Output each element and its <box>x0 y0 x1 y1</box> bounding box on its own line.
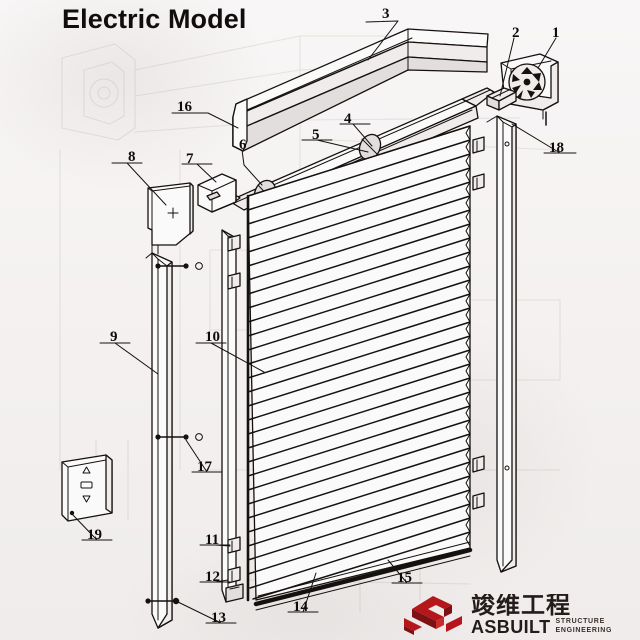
asbuilt-logo-mark <box>404 596 462 635</box>
callout-19: 19 <box>87 527 102 543</box>
left-guide-rail <box>145 252 173 629</box>
tubular-motor-assembly <box>486 53 559 126</box>
bearing-block <box>197 173 237 213</box>
callout-5: 5 <box>312 127 320 143</box>
page-title: Electric Model <box>62 4 247 34</box>
callout-3: 3 <box>382 6 390 22</box>
callout-18: 18 <box>549 140 564 156</box>
callout-17: 17 <box>197 459 212 475</box>
guide-clip-lower <box>227 566 241 584</box>
callout-16: 16 <box>177 99 192 115</box>
head-box-hood <box>232 28 489 152</box>
bracket-fixing-bolt <box>155 262 203 270</box>
callout-10: 10 <box>205 329 220 345</box>
right-guide-clips <box>472 136 485 510</box>
logo-chinese-name: 竣维工程 <box>471 593 571 619</box>
callout-2: 2 <box>512 25 520 41</box>
callout-15: 15 <box>397 570 412 586</box>
switch-buttons[interactable] <box>80 466 93 503</box>
logo-tagline-line1: STRUCTURE <box>555 617 605 625</box>
leader-lines <box>71 20 577 624</box>
callout-4: 4 <box>344 111 352 127</box>
callout-8: 8 <box>128 149 136 165</box>
logo-text-block: 竣维工程 ASBUILT STRUCTURE ENGINEERING <box>471 594 612 637</box>
guide-clip-upper <box>227 536 241 554</box>
logo-english-name: ASBUILT <box>471 617 551 637</box>
callout-7: 7 <box>186 151 194 167</box>
fixing-bolt-set <box>145 597 180 605</box>
logo-tagline-line2: ENGINEERING <box>555 626 613 634</box>
end-bracket-plate <box>147 182 194 257</box>
callout-11: 11 <box>205 532 220 548</box>
gear-wheel <box>508 63 546 101</box>
callout-13: 13 <box>211 610 226 626</box>
motor-drive-shaft-stub <box>486 87 517 111</box>
company-logo: 竣维工程 ASBUILT STRUCTURE ENGINEERING <box>402 590 640 640</box>
right-guide-rail <box>486 115 517 573</box>
left-guide-clips <box>225 234 244 603</box>
shutter-curtain <box>246 125 471 602</box>
rail-fixing-bolt <box>155 433 203 441</box>
logo-english-row: ASBUILT STRUCTURE ENGINEERING <box>471 618 612 637</box>
bottom-rail <box>253 541 473 611</box>
callout-6: 6 <box>239 137 247 153</box>
hood-end-cap <box>232 98 248 152</box>
wall-control-switch[interactable] <box>61 454 113 522</box>
callout-9: 9 <box>110 329 118 345</box>
logo-tagline: STRUCTURE ENGINEERING <box>555 618 612 637</box>
callout-1: 1 <box>552 25 560 41</box>
callout-12: 12 <box>205 569 220 585</box>
callout-14: 14 <box>293 599 308 615</box>
